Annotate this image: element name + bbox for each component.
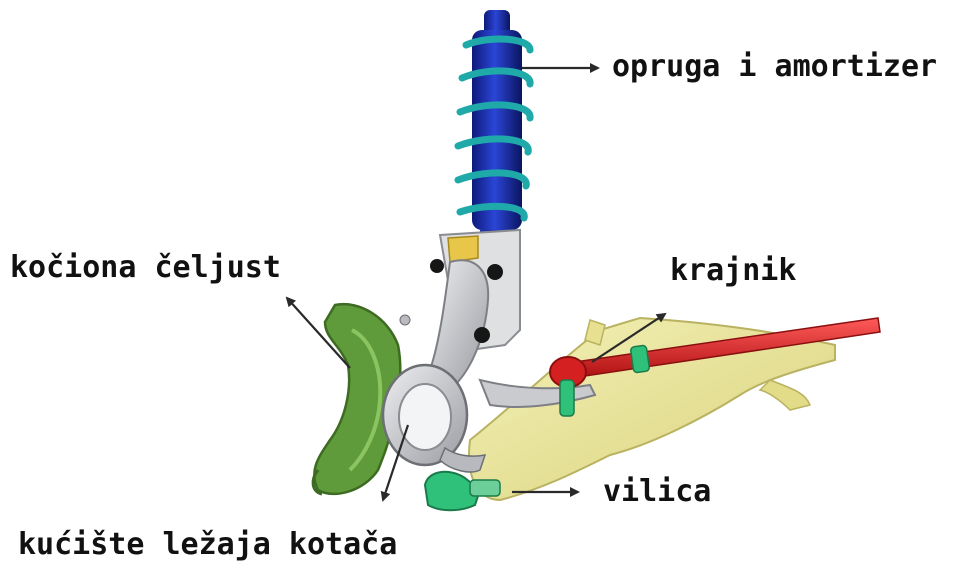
label-brake-caliper: kočiona čeljust bbox=[10, 253, 281, 283]
label-wheel-hub: kućište ležaja kotača bbox=[18, 530, 397, 560]
label-spring-shock: opruga i amortizer bbox=[612, 52, 937, 82]
label-tie-rod-end: krajnik bbox=[670, 256, 796, 286]
label-control-arm: vilica bbox=[603, 477, 711, 507]
